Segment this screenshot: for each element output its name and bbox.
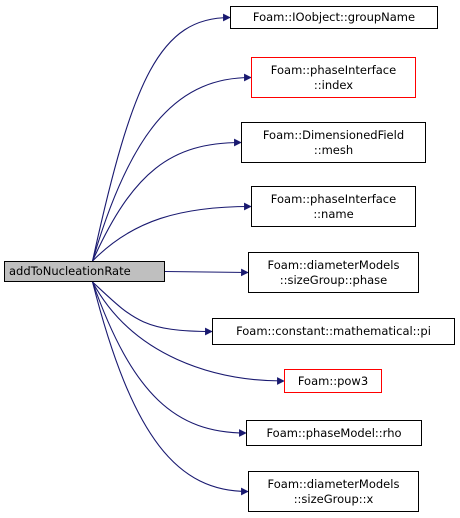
call-edge xyxy=(92,13,231,262)
node-label-line: Foam::constant::mathematical::pi xyxy=(236,324,431,338)
call-edge xyxy=(92,202,252,262)
call-edge xyxy=(92,281,285,385)
node-label-line: ::sizeGroup::phase xyxy=(279,272,388,287)
call-edge xyxy=(92,138,242,262)
node-label-line: ::sizeGroup::x xyxy=(293,491,374,506)
node-pow3[interactable]: Foam::pow3 xyxy=(284,369,382,393)
node-label-line: ::mesh xyxy=(313,142,354,157)
node-label-line: Foam::phaseInterface xyxy=(270,62,397,77)
node-phasemodel-rho[interactable]: Foam::phaseModel::rho xyxy=(246,420,422,446)
node-sizegroup-x[interactable]: Foam::diameterModels ::sizeGroup::x xyxy=(248,471,419,512)
node-label-line: ::index xyxy=(313,77,354,92)
node-mathematical-pi[interactable]: Foam::constant::mathematical::pi xyxy=(212,318,455,345)
node-label-line: Foam::DimensionedField xyxy=(262,127,405,142)
call-edge xyxy=(92,73,252,262)
node-label-line: Foam::phaseInterface xyxy=(270,191,397,206)
node-label-line: Foam::diameterModels xyxy=(267,476,400,491)
node-dimensionedfield-mesh[interactable]: Foam::DimensionedField ::mesh xyxy=(241,122,426,163)
node-iobject-groupname[interactable]: Foam::IOobject::groupName xyxy=(230,6,438,29)
call-edge xyxy=(164,268,249,277)
node-label-line: Foam::IOobject::groupName xyxy=(252,10,416,24)
node-phaseinterface-index[interactable]: Foam::phaseInterface ::index xyxy=(251,57,416,98)
node-label-line: Foam::diameterModels xyxy=(267,257,400,272)
call-edge xyxy=(92,281,247,437)
root-function-node[interactable]: addToNucleationRate xyxy=(4,261,165,282)
node-phaseinterface-name[interactable]: Foam::phaseInterface ::name xyxy=(251,186,416,227)
node-sizegroup-phase[interactable]: Foam::diameterModels ::sizeGroup::phase xyxy=(248,252,419,293)
node-label-line: Foam::pow3 xyxy=(297,373,369,388)
node-label-line: Foam::phaseModel::rho xyxy=(266,425,402,440)
node-label-line: ::name xyxy=(313,206,354,221)
root-function-label: addToNucleationRate xyxy=(9,264,131,278)
call-edge xyxy=(92,281,213,336)
call-edge xyxy=(92,281,249,496)
